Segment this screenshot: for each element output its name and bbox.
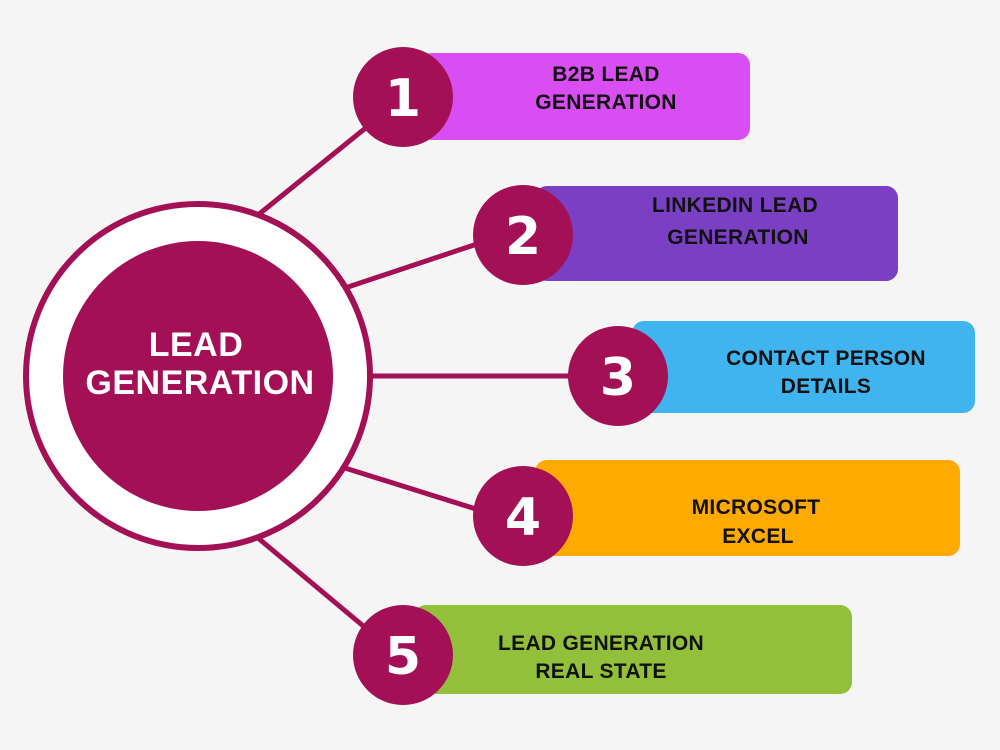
item-2-badge xyxy=(473,185,573,285)
item-2-box xyxy=(535,186,898,281)
item-2-label-line1: LINKEDIN LEAD xyxy=(652,194,818,217)
item-3-box xyxy=(632,321,975,413)
item-1-badge xyxy=(353,47,453,147)
item-1-label-line2: GENERATION xyxy=(535,91,676,114)
item-5-badge xyxy=(353,605,453,705)
item-3-number: 3 xyxy=(600,348,636,408)
item-5-label-line1: LEAD GENERATION xyxy=(498,632,704,655)
item-5-label-line2: REAL STATE xyxy=(535,660,666,683)
item-5-number: 5 xyxy=(385,627,421,687)
center-title-line2: GENERATION xyxy=(85,364,314,402)
item-3: 3 CONTACT PERSON DETAILS xyxy=(568,321,975,426)
item-4-label-line1: MICROSOFT xyxy=(692,496,821,519)
item-3-label-line2: DETAILS xyxy=(781,375,871,398)
item-3-label-line1: CONTACT PERSON xyxy=(726,347,926,370)
item-2-number: 2 xyxy=(505,207,541,267)
center-title-line1: LEAD xyxy=(149,326,244,364)
connector-1 xyxy=(256,116,380,217)
item-2: 2 LINKEDIN LEAD GENERATION xyxy=(473,185,898,285)
item-1-label-line1: B2B LEAD xyxy=(552,63,659,86)
item-3-badge xyxy=(568,326,668,426)
center-circle xyxy=(63,241,333,511)
item-1: 1 B2B LEAD GENERATION xyxy=(353,47,750,147)
item-1-number: 1 xyxy=(385,69,421,129)
item-4-number: 4 xyxy=(505,488,541,548)
item-4: 4 MICROSOFT EXCEL xyxy=(473,460,960,566)
connector-4 xyxy=(344,465,496,518)
item-4-badge xyxy=(473,466,573,566)
item-4-box xyxy=(535,460,960,556)
center-node: LEAD GENERATION xyxy=(23,201,373,551)
item-2-label-line2: GENERATION xyxy=(667,226,808,249)
connector-5 xyxy=(256,536,382,642)
item-4-label-line2: EXCEL xyxy=(722,525,794,548)
item-5: 5 LEAD GENERATION REAL STATE xyxy=(353,605,852,705)
connector-2 xyxy=(344,235,496,291)
item-5-box xyxy=(414,605,852,694)
connectors xyxy=(256,116,590,642)
item-1-box xyxy=(420,53,750,140)
